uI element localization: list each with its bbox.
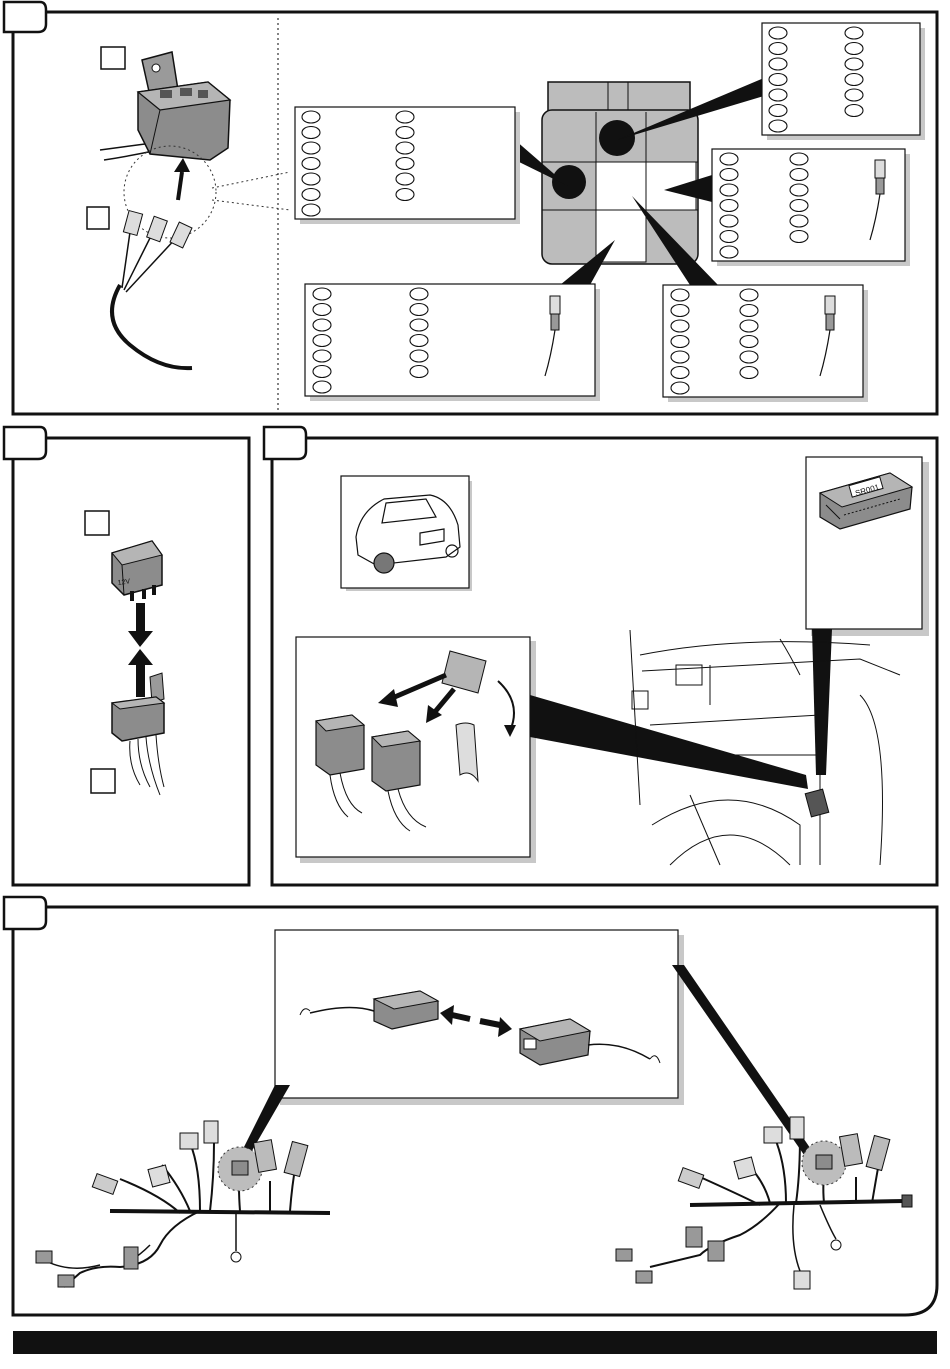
pin-label-oval <box>410 335 428 347</box>
fuse-callout-top-left <box>295 107 520 224</box>
pin-label-oval <box>313 304 331 316</box>
pin-label-oval <box>410 319 428 331</box>
pin-label-oval <box>396 142 414 154</box>
pin-label-oval <box>845 27 863 39</box>
pin-label-oval <box>769 89 787 101</box>
pin-label-oval <box>769 43 787 55</box>
step-box-a <box>101 47 125 69</box>
pin-label-oval <box>302 189 320 201</box>
pin-label-oval <box>396 127 414 139</box>
pin-label-oval <box>313 335 331 347</box>
pin-label-oval <box>313 319 331 331</box>
step-box-d <box>91 769 115 793</box>
section-3-panel: SR001 <box>260 425 950 895</box>
pin-label-oval <box>302 204 320 216</box>
step-number-tab-3 <box>264 427 306 459</box>
pin-label-oval <box>302 127 320 139</box>
pin-label-oval <box>845 89 863 101</box>
pin-label-oval <box>302 173 320 185</box>
connector-detail-box <box>275 930 678 1098</box>
fuse-callout-bottom-left <box>305 284 600 401</box>
pin-label-oval <box>671 305 689 317</box>
pin-label-oval <box>740 367 758 379</box>
pin-label-oval <box>740 320 758 332</box>
car-thumbnail <box>341 476 469 588</box>
pin-label-oval <box>790 169 808 181</box>
pin-label-oval <box>790 153 808 165</box>
pin-label-oval <box>313 381 331 393</box>
pin-label-oval <box>740 305 758 317</box>
section-2-panel: 12V <box>0 425 260 895</box>
pin-label-oval <box>720 246 738 258</box>
pin-label-oval <box>720 200 738 212</box>
pin-label-oval <box>845 74 863 86</box>
pin-label-oval <box>671 367 689 379</box>
pin-label-oval <box>410 366 428 378</box>
pin-label-oval <box>302 111 320 123</box>
pin-label-oval <box>740 351 758 363</box>
pin-label-oval <box>845 58 863 70</box>
pin-label-oval <box>769 27 787 39</box>
pin-label-oval <box>313 350 331 362</box>
pin-label-oval <box>845 43 863 55</box>
pin-label-oval <box>410 304 428 316</box>
pin-label-oval <box>396 173 414 185</box>
pin-label-oval <box>740 336 758 348</box>
pin-label-oval <box>671 336 689 348</box>
pin-label-oval <box>790 184 808 196</box>
pin-label-oval <box>410 350 428 362</box>
fuse-callout-bottom-right <box>663 285 868 402</box>
pin-label-oval <box>671 320 689 332</box>
step-box-c <box>85 511 109 535</box>
pin-label-oval <box>769 105 787 117</box>
pin-label-oval <box>396 111 414 123</box>
fuse-callout-top-right <box>762 23 925 140</box>
pin-label-oval <box>790 200 808 212</box>
pin-label-oval <box>302 158 320 170</box>
pin-label-oval <box>769 120 787 132</box>
pin-label-oval <box>720 184 738 196</box>
pin-label-oval <box>769 74 787 86</box>
section-1-panel <box>0 0 950 425</box>
pin-label-oval <box>313 288 331 300</box>
pin-label-oval <box>790 231 808 243</box>
pin-label-oval <box>790 215 808 227</box>
pin-label-oval <box>313 366 331 378</box>
pin-label-oval <box>671 382 689 394</box>
pin-label-oval <box>396 158 414 170</box>
pin-label-oval <box>671 289 689 301</box>
pin-label-oval <box>720 231 738 243</box>
pin-label-oval <box>720 169 738 181</box>
pin-label-oval <box>671 351 689 363</box>
fuse-box-icon <box>542 82 698 264</box>
pin-label-oval <box>845 105 863 117</box>
pin-label-oval <box>720 153 738 165</box>
pin-label-oval <box>410 288 428 300</box>
pin-label-oval <box>740 289 758 301</box>
pin-label-oval <box>720 215 738 227</box>
step-number-tab-4 <box>4 897 46 929</box>
pin-label-oval <box>769 58 787 70</box>
fuse-callout-right <box>712 149 910 266</box>
pin-label-oval <box>302 142 320 154</box>
pin-label-oval <box>396 189 414 201</box>
footer-bar <box>13 1331 937 1354</box>
step-number-tab-1 <box>4 2 46 32</box>
step-box-b <box>87 207 109 229</box>
step-number-tab-2 <box>4 427 46 459</box>
section-4-panel <box>0 895 950 1369</box>
